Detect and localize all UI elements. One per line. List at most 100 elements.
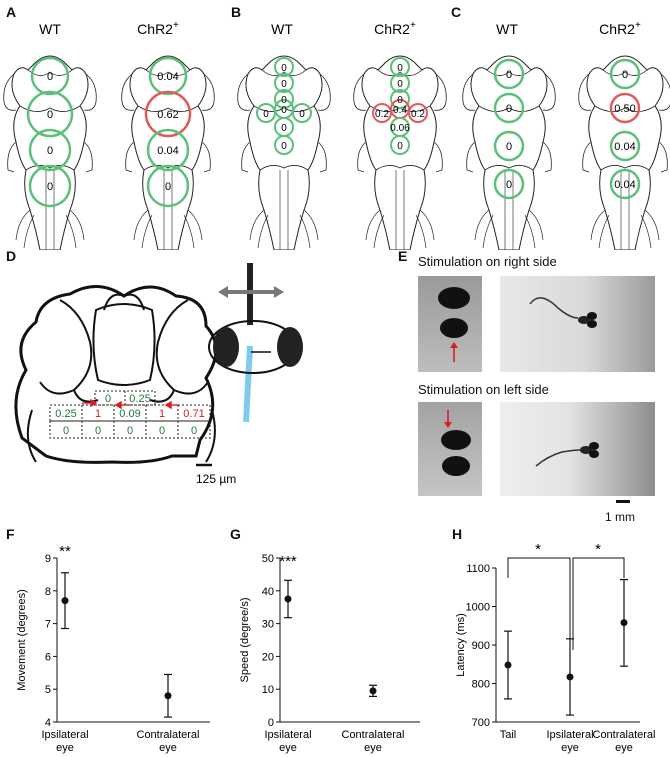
panel-b-wt-label: WT	[271, 21, 293, 37]
h-bracket-1	[507, 557, 571, 650]
b-wt-val-4: 0	[281, 105, 287, 116]
d-schematic	[208, 263, 303, 423]
a-wt-val-1: 0	[47, 71, 53, 83]
b-chr2-val-1: 0	[397, 63, 403, 74]
b-chr2-val-6: 0.2	[411, 109, 425, 120]
b-chr2-val-7: 0.06	[390, 123, 410, 134]
a-wt-val-2: 0	[47, 109, 53, 121]
panel-letter-f: F	[6, 526, 15, 542]
panel-c-wt-regions: 0 0 0 0	[493, 58, 525, 200]
brain-maps-svg: WT ChR2+ 0 0 0 0 0.04 0.62 0.04 0 WT ChR…	[3, 20, 670, 250]
c-chr2-val-4: 0.04	[614, 179, 635, 191]
f-ytick-label-3: 7	[45, 619, 51, 631]
f-xcat-1-line1: Contralateral	[137, 729, 200, 741]
g-ytick-label-4: 40	[262, 586, 274, 598]
d-row2-val-2: 1	[95, 408, 101, 420]
h-ytick-label-0: 700	[472, 717, 490, 729]
g-point-0	[284, 595, 292, 603]
c-chr2-val-3: 0.04	[614, 141, 635, 153]
e-scale-label: 1 mm	[605, 510, 635, 524]
panel-letter-h: H	[452, 526, 463, 542]
d-row3-val-3: 0	[127, 425, 133, 437]
b-wt-val-7: 0	[281, 123, 287, 134]
d-row2-val-1: 0.25	[55, 408, 76, 420]
panel-letter-e: E	[398, 248, 408, 264]
panel-letter-d: D	[6, 248, 17, 264]
f-point-0	[61, 597, 69, 605]
e-right-title: Stimulation on right side	[418, 254, 557, 269]
f-point-1	[164, 692, 172, 700]
panel-c-chr2-label: ChR2+	[599, 20, 641, 37]
f-xcat-0-line2: eye	[56, 742, 74, 754]
h-xcat-2-line2: eye	[615, 742, 633, 754]
panel-a-chr2-label: ChR2+	[137, 20, 179, 37]
b-wt-val-2: 0	[281, 79, 287, 90]
d-row1-val-2: 0.25	[129, 393, 150, 405]
f-ytick-label-5: 9	[45, 553, 51, 565]
d-row2-val-4: 1	[159, 408, 165, 420]
b-chr2-val-8: 0	[397, 141, 403, 152]
a-chr2-val-2: 0.62	[157, 109, 178, 121]
b-wt-val-5: 0	[263, 109, 269, 120]
b-chr2-val-2: 0	[397, 79, 403, 90]
a-wt-val-4: 0	[47, 181, 53, 193]
d-row3-val-1: 0	[63, 425, 69, 437]
g-xcat-1-line2: eye	[364, 742, 382, 754]
f-xcat-0-line1: Ipsilateral	[41, 729, 88, 741]
panel-d-svg: 0 0.25 0.25 1 0.09 1 0.71 0 0 0 0 0 125 …	[14, 263, 303, 486]
g-point-1	[369, 687, 377, 695]
b-wt-val-3: 0	[281, 95, 287, 106]
e-right-closeup	[418, 276, 482, 372]
g-ytick-label-1: 10	[262, 684, 274, 696]
g-ytick-label-5: 50	[262, 553, 274, 565]
f-xcat-1-line2: eye	[159, 742, 177, 754]
d-brain-outline	[14, 285, 218, 464]
g-ytick-label-0: 0	[268, 717, 274, 729]
e-left-closeup	[418, 402, 482, 496]
f-ytick-label-2: 6	[45, 651, 51, 663]
h-xcat-0-line1: Tail	[500, 729, 517, 741]
d-row2-val-5: 0.71	[183, 408, 204, 420]
a-wt-val-3: 0	[47, 145, 53, 157]
panel-b-chr2-regions: 0 0 0 0.4 0.2 0.2 0.06 0	[372, 57, 428, 155]
panel-a-wt-label: WT	[39, 21, 61, 37]
f-ytick-label-1: 5	[45, 684, 51, 696]
g-ytick-label-3: 30	[262, 619, 274, 631]
h-significance-1: *	[535, 541, 541, 558]
d-row1-val-1: 0	[105, 393, 111, 405]
e-left-title: Stimulation on left side	[418, 382, 549, 397]
a-chr2-val-3: 0.04	[157, 145, 178, 157]
e-left-whole-fish	[500, 402, 655, 496]
panel-letter-g: G	[230, 526, 241, 542]
c-chr2-val-1: 0	[622, 69, 628, 81]
h-ylabel: Latency (ms)	[455, 613, 467, 677]
h-ytick-label-2: 900	[472, 640, 490, 652]
d-scale-label: 125 µm	[196, 472, 236, 486]
b-wt-val-8: 0	[281, 141, 287, 152]
c-wt-val-3: 0	[506, 141, 512, 153]
c-chr2-val-2: 0.50	[614, 103, 635, 115]
b-chr2-val-5: 0.2	[375, 109, 389, 120]
d-row3-val-2: 0	[95, 425, 101, 437]
b-chr2-val-4: 0.4	[393, 105, 407, 116]
b-chr2-val-3: 0	[397, 95, 403, 106]
f-ylabel: Movement (degrees)	[16, 589, 28, 691]
g-ylabel: Speed (degree/s)	[239, 598, 251, 683]
c-wt-val-1: 0	[506, 69, 512, 81]
h-xcat-1-line2: eye	[561, 742, 579, 754]
panel-letter-b: B	[231, 4, 242, 20]
h-ytick-label-4: 1100	[466, 563, 490, 575]
panel-b-chr2-label: ChR2+	[374, 20, 416, 37]
h-point-2	[620, 619, 628, 627]
d-red-arrows	[82, 398, 180, 410]
f-ytick-label-4: 8	[45, 586, 51, 598]
panel-a-wt-regions: 0 0 0 0	[26, 56, 74, 208]
g-xcat-0-line1: Ipsilateral	[264, 729, 311, 741]
e-scale-bar	[616, 500, 630, 503]
d-row3-val-5: 0	[191, 425, 197, 437]
g-xcat-0-line2: eye	[279, 742, 297, 754]
panel-c-chr2-regions: 0 0.50 0.04 0.04	[609, 58, 641, 200]
h-significance-2: *	[595, 541, 601, 558]
c-wt-val-2: 0	[506, 103, 512, 115]
